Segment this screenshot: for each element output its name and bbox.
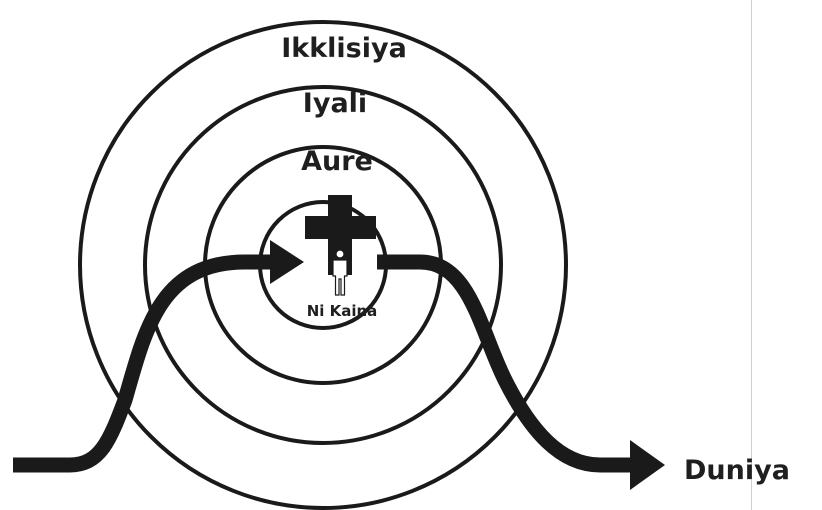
person-icon	[332, 249, 348, 296]
world-label: Duniya	[684, 455, 790, 486]
ring-outer	[78, 20, 568, 510]
ring-second	[143, 85, 503, 445]
ring-label-center: Ni Kaina	[307, 302, 378, 320]
cross-icon	[305, 195, 376, 275]
arrow-right-icon	[270, 240, 304, 284]
enter-arrow	[13, 240, 304, 473]
arrow-right-icon	[630, 440, 665, 490]
page-divider	[751, 0, 752, 510]
ring-label-outer: Ikklisiya	[281, 33, 407, 64]
ring-label-third: Aure	[301, 146, 373, 177]
exit-arrow	[377, 254, 665, 490]
ring-label-second: Iyali	[303, 88, 367, 119]
